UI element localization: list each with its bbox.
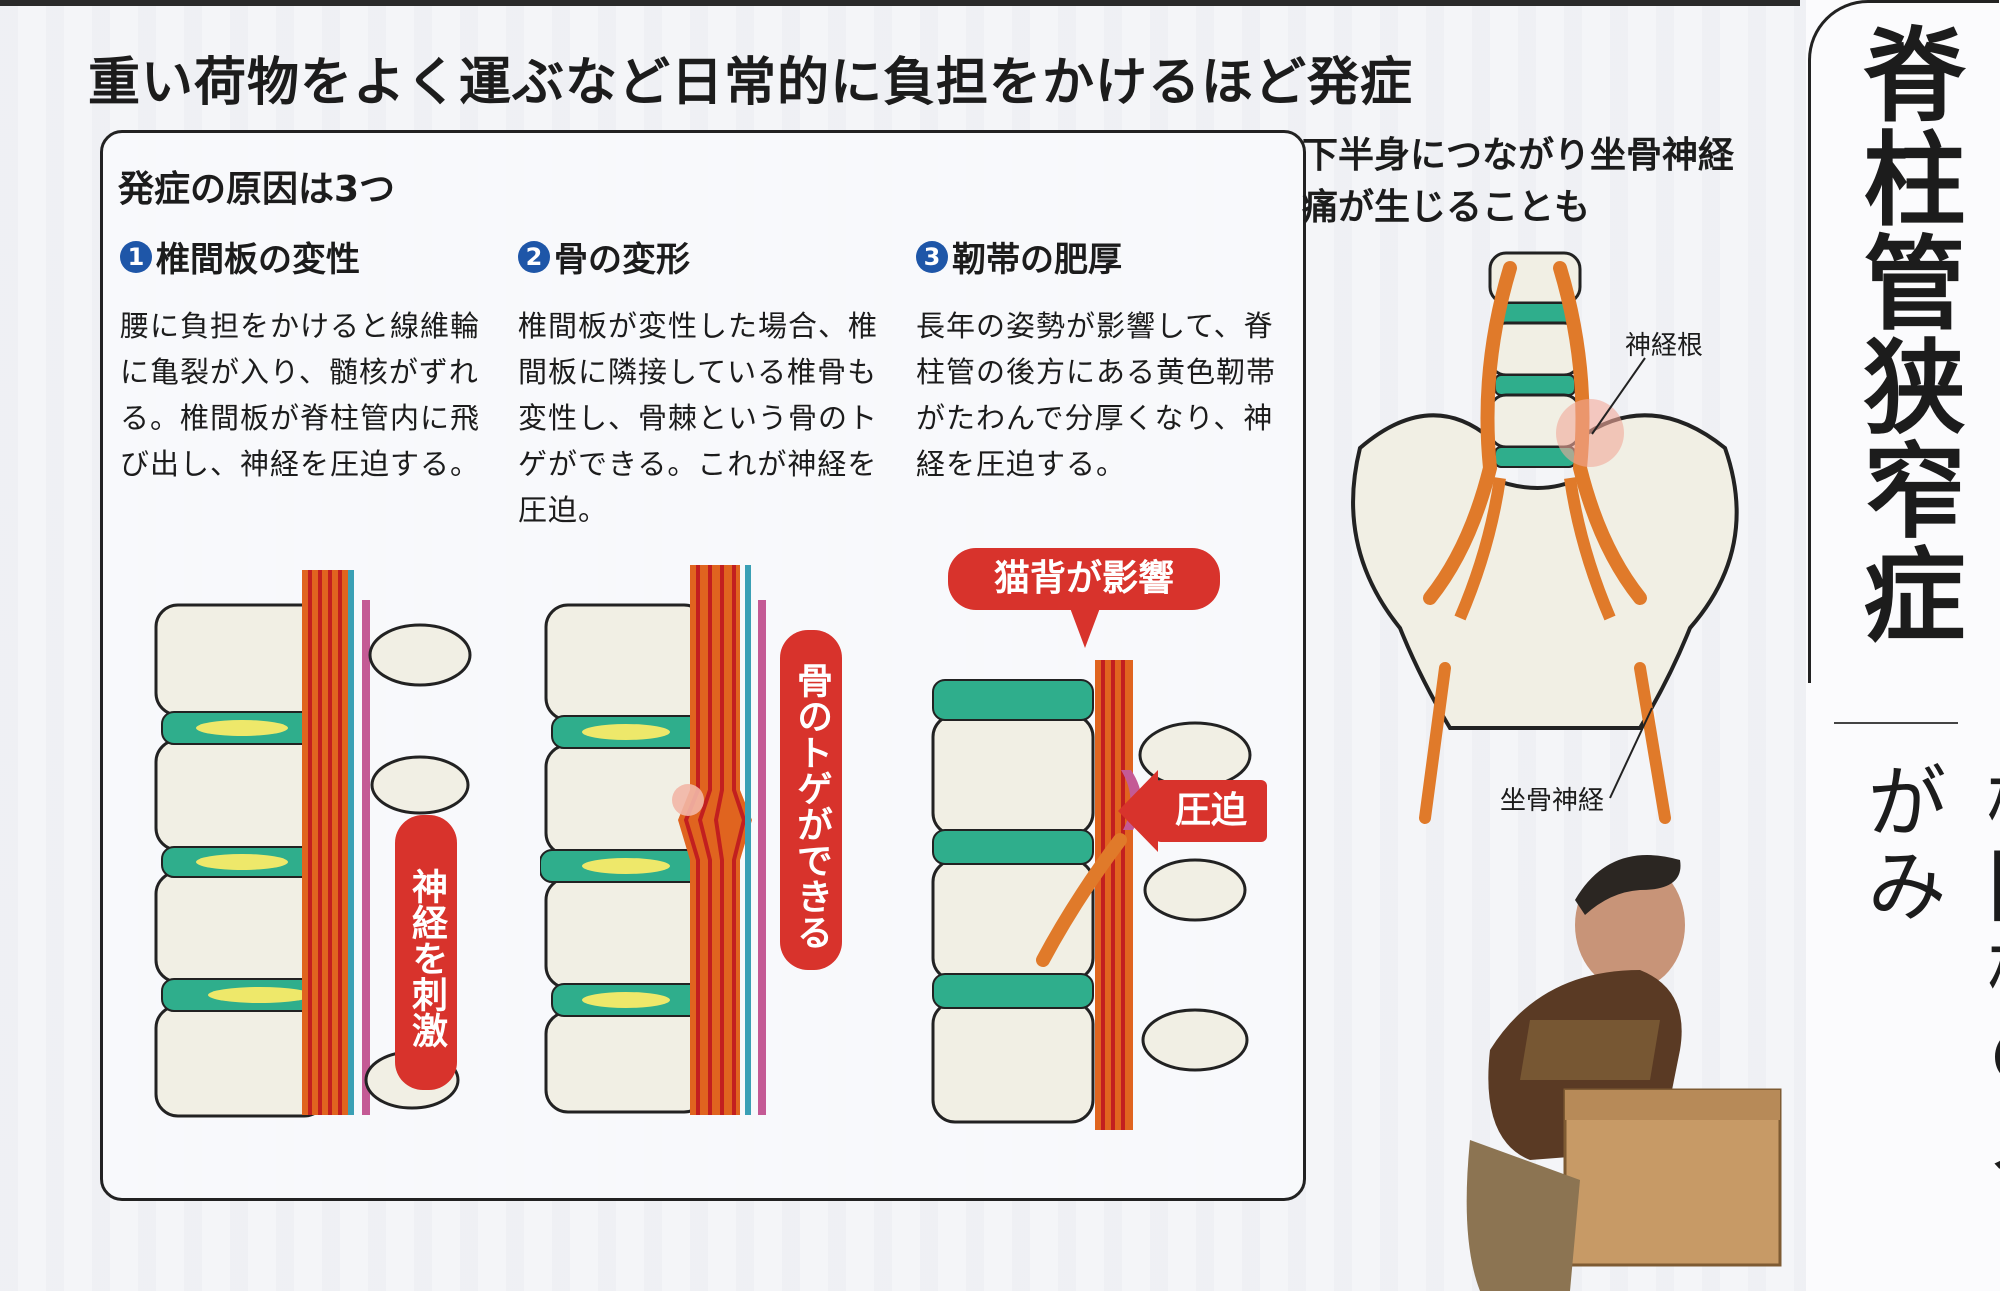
spinal-cord <box>678 565 766 1115</box>
compression-callout: 圧迫 <box>1155 780 1267 842</box>
intervertebral-discs <box>161 711 343 1012</box>
sidebar-title: 脊柱管狭窄症 <box>1846 22 1965 646</box>
sciatic-nerve-left <box>1419 662 1451 824</box>
nerve-branch <box>1036 833 1127 967</box>
cause-3-body: 長年の姿勢が影響して、脊柱管の後方にある黄色靭帯がたわんで分厚くなり、神経を圧迫… <box>916 309 1277 481</box>
pelvis-nerve-diagram <box>1351 251 1739 824</box>
nerve-stimulation-callout: 神経を刺激 <box>395 815 457 1090</box>
intervertebral-discs <box>932 679 1094 1009</box>
cause-3-number: 3 <box>916 240 948 273</box>
cause-3: 3 靭帯の肥厚 長年の姿勢が影響して、脊柱管の後方にある黄色靭帯がたわんで分厚く… <box>916 232 1296 487</box>
disc-degeneration-diagram <box>154 570 472 1118</box>
cause-2: 2 骨の変形 椎間板が変性した場合、椎間板に隣接している椎骨も変性し、骨棘という… <box>518 232 898 533</box>
hunchback-callout: 猫背が影響 <box>948 548 1220 610</box>
cause-1-body: 腰に負担をかけると線維輪に亀裂が入り、髄核がずれる。椎間板が脊柱管内に飛び出し、… <box>120 309 481 481</box>
causes-panel-title: 発症の原因は3つ <box>118 169 396 210</box>
page-headline: 重い荷物をよく運ぶなど日常的に負担をかけるほど発症 <box>88 53 1414 113</box>
hunchback-callout-pointer <box>1070 608 1100 648</box>
cause-1: 1 椎間板の変性 腰に負担をかけると線維輪に亀裂が入り、髄核がずれる。椎間板が脊… <box>120 232 500 487</box>
sacral-nerves <box>1419 261 1671 824</box>
compression-arrow-icon <box>1118 770 1158 852</box>
spinal-cord <box>302 570 370 1115</box>
nerve-root-highlight <box>1556 399 1624 467</box>
sciatic-nerve-right <box>1634 662 1671 824</box>
vertebra-bodies <box>544 603 708 1114</box>
vertebra-processes <box>1138 721 1252 1072</box>
cause-2-body: 椎間板が変性した場合、椎間板に隣接している椎骨も変性し、骨棘という骨のトゲができ… <box>518 309 879 527</box>
cause-3-title: 靭帯の肥厚 <box>952 240 1122 280</box>
bone-spur-marker <box>672 784 704 816</box>
intervertebral-discs <box>540 715 716 1017</box>
sidebar-subtitle: 椎間板のズレがみ <box>1854 760 2000 1264</box>
cause-1-number: 1 <box>120 240 152 273</box>
top-rule <box>0 0 1800 6</box>
cause-2-number: 2 <box>518 240 550 273</box>
sidebar-frame <box>1808 0 1999 683</box>
sidebar-rule <box>1834 722 1958 724</box>
nerve-root-label: 神経根 <box>1625 331 1704 361</box>
cause-2-title: 骨の変形 <box>554 240 690 280</box>
ligament-thickening-diagram <box>931 660 1252 1130</box>
sciatic-nerve-label: 坐骨神経 <box>1500 786 1605 816</box>
cause-1-title: 椎間板の変性 <box>156 240 360 280</box>
sciatic-leader <box>1609 707 1653 799</box>
cause-3-heading: 3 靭帯の肥厚 <box>916 232 1296 281</box>
bone-deformity-diagram <box>540 565 766 1115</box>
sciatica-heading: 下半身につながり坐骨神経痛が生じることも <box>1302 135 1735 228</box>
bone-spur-callout: 骨のトゲができる <box>780 630 842 970</box>
nerve-root-leader <box>1591 357 1646 435</box>
man-lifting-box-photo <box>1466 855 1782 1291</box>
cause-2-heading: 2 骨の変形 <box>518 232 898 281</box>
spinal-cord <box>1095 660 1142 1130</box>
cause-1-heading: 1 椎間板の変性 <box>120 232 500 281</box>
